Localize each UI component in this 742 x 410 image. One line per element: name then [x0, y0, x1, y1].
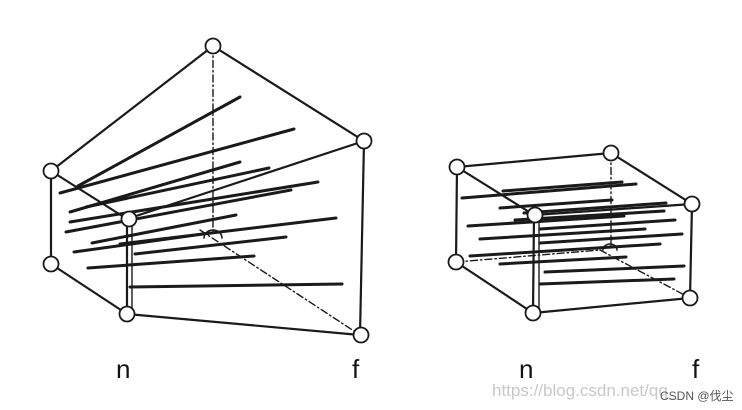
box-vertex	[448, 158, 466, 176]
frustum-near-label: n	[116, 354, 131, 384]
box-vertex	[681, 289, 699, 307]
box-vertices	[447, 144, 701, 322]
watermark-brand: CSDN @伐尘	[660, 389, 734, 403]
box-interior-lines	[460, 180, 686, 286]
frustum-vertex	[118, 305, 136, 323]
orthographic-box	[447, 144, 701, 322]
frustum-far-label: f	[352, 354, 360, 384]
frustum-side-edges	[49, 44, 366, 337]
box-vertex	[447, 253, 465, 271]
frustum-vertex	[204, 37, 222, 55]
watermark-url: https://blog.csdn.net/qq_	[492, 381, 678, 400]
frustum-vertex	[352, 326, 370, 344]
frustum-vertex	[120, 210, 138, 228]
frustum-vertices	[42, 37, 373, 344]
perspective-frustum	[42, 37, 373, 344]
frustum-interior-lines	[58, 95, 344, 289]
frustum-hidden-edges	[199, 45, 361, 336]
box-vertex	[526, 206, 544, 224]
box-near-label: n	[519, 354, 534, 384]
box-vertex	[602, 144, 620, 162]
frustum-vertex	[355, 132, 373, 150]
frustum-vertex	[42, 255, 60, 273]
box-vertex	[683, 195, 701, 213]
box-edges	[455, 151, 694, 315]
frustum-vertex	[42, 162, 60, 180]
box-vertex	[524, 304, 542, 322]
box-far-label: f	[692, 354, 700, 384]
